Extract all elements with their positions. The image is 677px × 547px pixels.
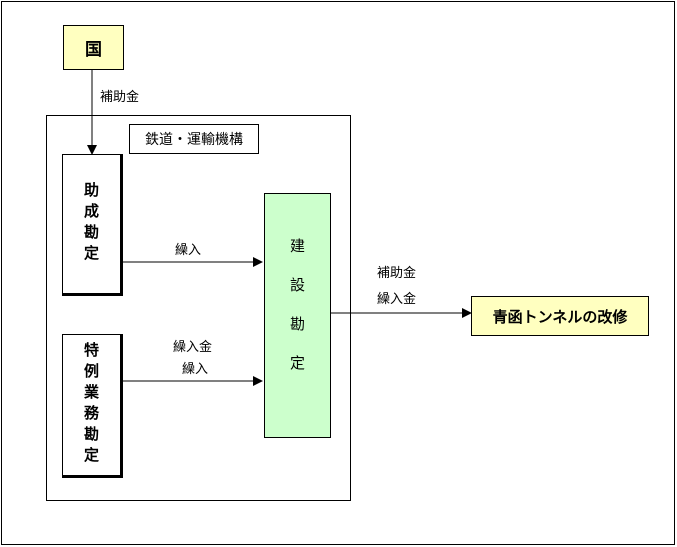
edge-label-josei-kensetsu: 繰入 bbox=[175, 243, 202, 258]
josei-kanjo-box: 助成勘定 bbox=[62, 154, 123, 296]
seikan-tunnel-box: 青函トンネルの改修 bbox=[471, 296, 649, 336]
organization-label-box: 鉄道・運輸機構 bbox=[129, 124, 259, 154]
kensetsu-kanjo-box: 建設勘定 bbox=[264, 193, 331, 438]
tokurei-kanjo-label: 特例業務勘定 bbox=[82, 342, 100, 468]
organization-container bbox=[46, 115, 351, 501]
kuni-box: 国 bbox=[63, 25, 124, 70]
edge-label-tokurei-kensetsu-2: 繰入 bbox=[182, 362, 209, 377]
edge-label-kuni-josei: 補助金 bbox=[100, 90, 140, 105]
organization-label: 鉄道・運輸機構 bbox=[145, 132, 243, 148]
tokurei-kanjo-box: 特例業務勘定 bbox=[62, 334, 123, 478]
kensetsu-kanjo-label: 建設勘定 bbox=[288, 237, 306, 394]
edge-label-kensetsu-seikan-2: 繰入金 bbox=[377, 292, 417, 307]
kuni-label: 国 bbox=[85, 40, 102, 60]
edge-label-tokurei-kensetsu-1: 繰入金 bbox=[173, 340, 213, 355]
seikan-tunnel-label: 青函トンネルの改修 bbox=[492, 307, 628, 326]
edge-label-kensetsu-seikan-1: 補助金 bbox=[377, 266, 417, 281]
josei-kanjo-label: 助成勘定 bbox=[82, 182, 100, 266]
